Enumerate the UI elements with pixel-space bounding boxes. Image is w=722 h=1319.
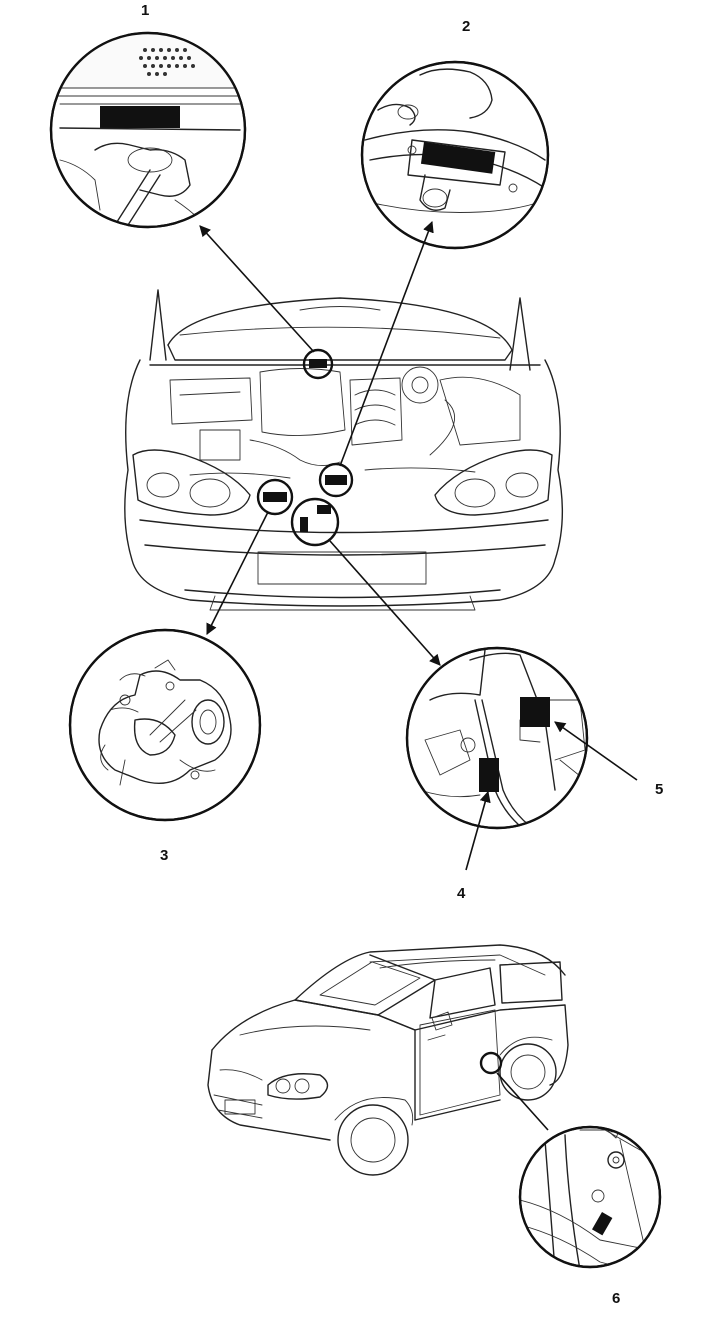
location-marker-1: [302, 348, 334, 380]
detail-view-4-5: [405, 646, 638, 871]
location-marker-6: [479, 1051, 503, 1075]
callout-number-1: 1: [141, 2, 150, 19]
id-plate-2: [420, 142, 496, 174]
detail-view-3: [68, 628, 262, 822]
vehicle-perspective-view: [207, 944, 569, 1176]
id-plate-1: [100, 106, 180, 128]
callout-number-5: 5: [655, 781, 664, 798]
callout-number-3: 3: [160, 847, 169, 864]
detail-view-1: [49, 31, 247, 229]
callout-number-4: 4: [457, 885, 466, 902]
location-marker-2: [318, 462, 354, 498]
id-plate-5: [520, 697, 550, 727]
leader-lines-upper: [199, 220, 441, 666]
detail-view-2: [360, 60, 550, 250]
callout-number-6: 6: [612, 1290, 621, 1307]
engine-bay-front-view: [124, 289, 564, 611]
id-plate-4: [479, 758, 499, 792]
detail-view-6: [518, 1125, 662, 1269]
id-plate-6: [592, 1212, 613, 1236]
location-marker-4-5: [290, 497, 340, 547]
location-marker-3: [256, 478, 294, 516]
callout-number-2: 2: [462, 18, 471, 35]
